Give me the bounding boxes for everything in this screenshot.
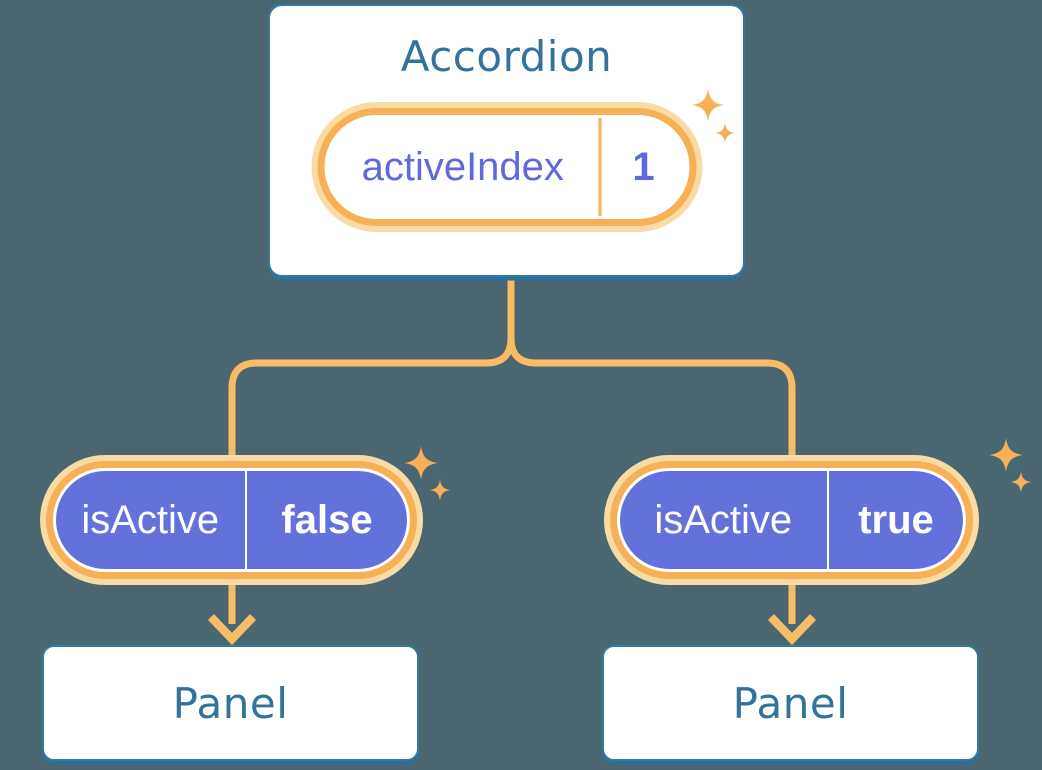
accordion-component-card: Accordion activeIndex 1	[268, 4, 745, 277]
state-pill-ring: activeIndex 1	[317, 108, 696, 226]
pill-divider	[244, 471, 247, 569]
prop-pill-body: isActive true	[617, 468, 966, 572]
state-pill-activeindex: activeIndex 1	[311, 102, 702, 232]
pill-divider	[598, 118, 601, 216]
panel-card-left: Panel	[42, 645, 419, 761]
prop-pill-body: isActive false	[53, 468, 410, 572]
prop-value: true	[858, 497, 934, 542]
prop-pill-ring: isActive false	[46, 461, 417, 579]
arrow-down-icon	[207, 614, 257, 646]
prop-pill-ring: isActive true	[610, 461, 973, 579]
pill-divider	[826, 471, 829, 569]
sparkle-icon	[429, 479, 451, 501]
state-name-label: activeIndex	[361, 144, 564, 189]
sparkle-icon	[989, 438, 1023, 472]
prop-pill-isactive-false: isActive false	[40, 455, 423, 585]
prop-name-label: isActive	[81, 497, 220, 542]
prop-name-label: isActive	[654, 497, 793, 542]
sparkle-icon	[1010, 471, 1032, 493]
panel-card-right: Panel	[602, 645, 979, 761]
panel-title: Panel	[172, 678, 289, 728]
prop-pill-isactive-true: isActive true	[604, 455, 979, 585]
accordion-title: Accordion	[400, 32, 613, 81]
branch-line-left	[228, 277, 515, 458]
sparkle-icon	[404, 446, 438, 480]
prop-value: false	[281, 497, 373, 542]
state-value: 1	[632, 144, 655, 189]
panel-title: Panel	[732, 678, 849, 728]
branch-line-right	[507, 277, 796, 458]
state-pill-body: activeIndex 1	[324, 115, 689, 219]
arrow-down-icon	[767, 614, 817, 646]
